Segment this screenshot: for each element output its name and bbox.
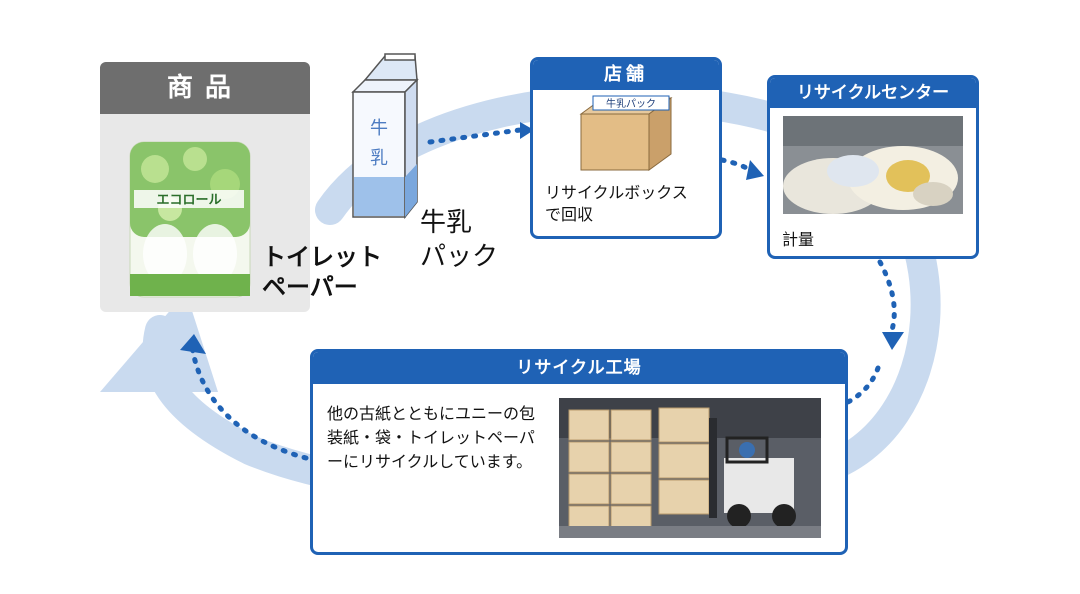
- toilet-paper-image: エコロール: [129, 141, 251, 298]
- carton-text-1: 牛: [370, 118, 388, 139]
- waste-paper-pile-image: [783, 116, 963, 214]
- dotted-arrow-milk-to-store: [427, 127, 523, 145]
- milk-carton-label: 牛乳 パック: [420, 208, 499, 272]
- product-card: 商品 エコロール: [100, 62, 310, 312]
- store-header: 店舗: [533, 60, 719, 90]
- store-text: リサイクルボックス で回収: [545, 183, 688, 224]
- recycling-center-card: リサイクルセンター 計量: [767, 75, 979, 259]
- recycling-box-image: 牛乳パック: [579, 95, 673, 171]
- dotted-arrow-center-down: [877, 259, 897, 333]
- product-header: 商品: [100, 62, 310, 114]
- recycling-factory-card: リサイクル工場 他の古紙とともにユニーの包装紙・袋・トイレットペーパーにリサイク…: [310, 349, 848, 555]
- forklift-warehouse-image: [559, 398, 821, 538]
- milk-carton-icon: 牛 乳: [351, 53, 419, 220]
- dotted-arrow-factory-to-product: [189, 343, 309, 461]
- recycling-center-header: リサイクルセンター: [770, 78, 976, 108]
- carton-text-2: 乳: [370, 148, 388, 169]
- recycling-factory-header: リサイクル工場: [313, 352, 845, 384]
- package-brand-text: エコロール: [156, 193, 221, 208]
- recycling-center-text: 計量: [782, 230, 815, 249]
- dotted-arrow-store-to-center: [719, 157, 755, 175]
- recycling-factory-text: 他の古紙とともにユニーの包装紙・袋・トイレットペーパーにリサイクルしています。: [327, 404, 536, 471]
- store-card: 店舗 牛乳パック リサイクルボックス で回収: [530, 57, 722, 239]
- dotted-arrow-to-factory: [845, 365, 881, 405]
- box-label-text: 牛乳パック: [606, 97, 656, 110]
- product-label: トイレット ペーパー: [262, 243, 382, 301]
- cycle-arrow-head: [100, 292, 218, 392]
